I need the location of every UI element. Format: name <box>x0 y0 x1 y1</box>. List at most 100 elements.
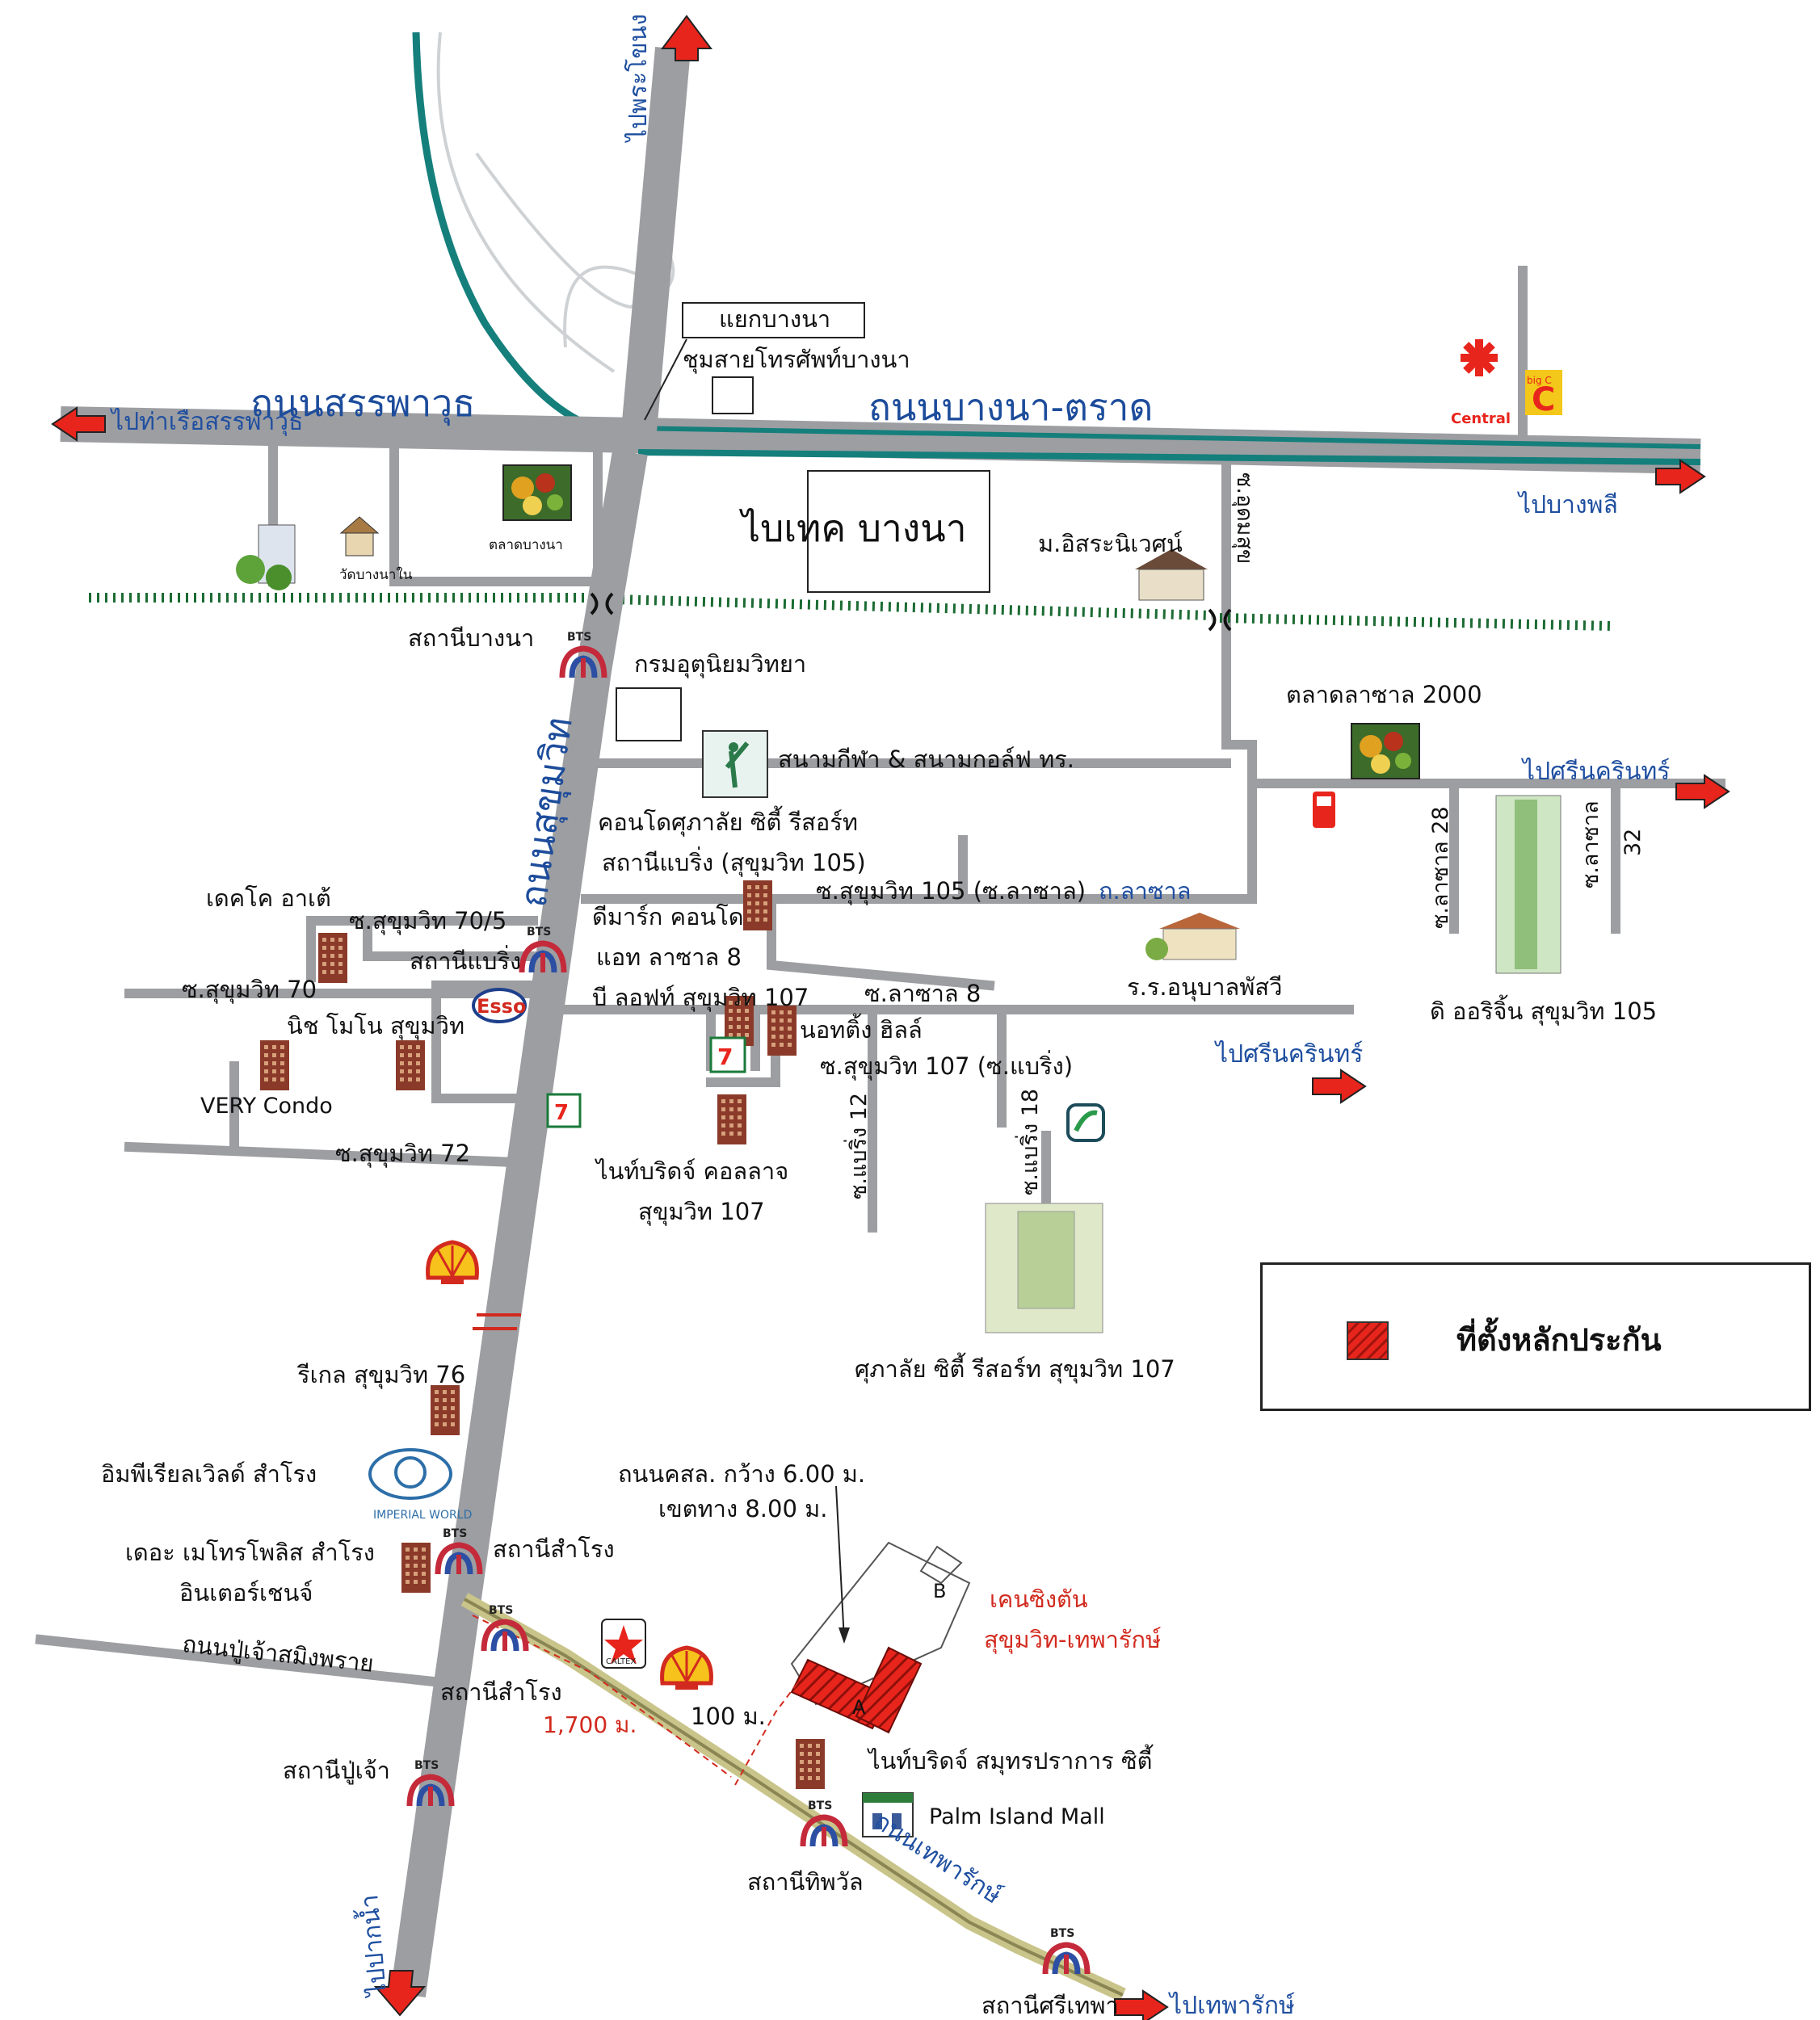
origin-label: ดิ ออริจิ้น สุขุมวิท 105 <box>1430 994 1657 1026</box>
soi-70-label: ซ.สุขุมวิท 70 <box>182 976 317 1004</box>
imperial-world-icon: IMPERIAL WORLD <box>368 1448 472 1522</box>
ninebridge-collage-label-1: ไนท์บริดจ์ คอลลาจ <box>595 1157 788 1185</box>
niche-building-icon <box>396 1040 425 1090</box>
ninebridge-collage-label-2: สุขุมวิท 107 <box>638 1198 765 1226</box>
arrow-east-srinakarin-1 <box>1675 774 1730 809</box>
samrong-station-label-2: สถานีสำโรง <box>440 1678 562 1706</box>
bitec-box <box>807 470 990 593</box>
distance-100-label: 100 ม. <box>691 1703 766 1730</box>
ninebridge-sp-label: ไนท์บริดจ์ สมุทรปราการ ซิตี้ <box>867 1744 1154 1775</box>
very-condo-label: VERY Condo <box>200 1094 333 1119</box>
lasalle-market-label: ตลาดลาซาล 2000 <box>1286 681 1482 708</box>
svg-text:C: C <box>1532 381 1555 418</box>
ksl-row-label: เขตทาง 8.00 ม. <box>658 1495 827 1522</box>
supalai-107-label: ศุภาลัย ซิตี้ รีสอร์ท สุขุมวิท 107 <box>855 1352 1175 1384</box>
road-sanphawut-label: ถนนสรรพาวุธ <box>250 381 475 426</box>
yaek-bangna-box <box>682 302 865 338</box>
soi-70-5-label: ซ.สุขุมวิท 70/5 <box>349 907 506 935</box>
kensington-label-1: เคนซิงตัน <box>990 1585 1088 1613</box>
railway <box>89 593 1612 631</box>
notting-hill-label: นอทติ้ง ฮิลล์ <box>800 1013 923 1044</box>
soi-bearing-12-label: ซ.แบริ่ง 12 <box>843 1093 872 1199</box>
supalai-condo-label-1: คอนโดศุภาลัย ซิตี้ รีสอร์ท <box>598 805 858 837</box>
legend-collateral-label: ที่ตั้งหลักประกัน <box>1456 1322 1662 1358</box>
bigc-logo-icon: big C C <box>1525 370 1562 418</box>
niche-mono-label: นิช โมโน สุขุมวิท <box>287 1012 464 1040</box>
soi-lasalle-label: ซ.ลาซาล <box>1578 800 1604 888</box>
mall-icon <box>862 1792 914 1837</box>
svg-text:7: 7 <box>554 1101 569 1125</box>
origin-site-icon <box>1495 795 1562 974</box>
dir-srinakarin-2: ไปศรีนครินทร์ <box>1214 1039 1363 1069</box>
regal-label: รีเกล สุขุมวิท 76 <box>297 1361 466 1389</box>
arrow-east-srinakarin-2 <box>1312 1069 1367 1104</box>
regal-building-icon <box>431 1385 460 1435</box>
arrow-west <box>51 406 106 442</box>
dir-srinakarin-1: ไปศรีนครินทร์ <box>1521 757 1670 786</box>
golf-label: สนามกีฬา & สนามกอล์ฟ ทร. <box>778 745 1074 773</box>
soi-105-label: ซ.สุขุมวิท 105 (ซ.ลาซาล) <box>816 877 1086 905</box>
bigc-label: big C <box>1527 375 1552 386</box>
samrong-station-label-1: สถานีสำโรง <box>493 1535 615 1563</box>
dir-pak-nam: ไปปากน้ำ <box>351 1893 393 1999</box>
road-bangna-trat-label: ถนนบางนา-ตราด <box>868 385 1153 429</box>
collateral-swatch <box>1347 1321 1389 1360</box>
kensington-label-2: สุขุมวิท-เทพารักษ์ <box>984 1626 1162 1654</box>
dmark-building-icon <box>743 880 772 930</box>
srithepha-station-label: สถานีศรีเทพา <box>981 1992 1119 2019</box>
meteorology-label: กรมอุตุนิยมวิทยา <box>634 650 806 678</box>
metropolis-label-2: อินเตอร์เชนจ์ <box>179 1579 313 1606</box>
soi-32-label: 32 <box>1620 829 1646 856</box>
soi-107-label: ซ.สุขุมวิท 107 (ซ.แบริ่ง) <box>820 1050 1073 1081</box>
central-label: Central <box>1451 410 1511 427</box>
legend-box: ที่ตั้งหลักประกัน <box>1260 1262 1811 1411</box>
road-puchao-label: ถนนปู่เจ้าสมิงพราย <box>181 1630 375 1678</box>
apartment-icon <box>236 524 296 590</box>
caltex-label: CALTEX <box>606 1657 636 1666</box>
isara-niwet-label: ม.อิสระนิเวศน์ <box>1038 530 1183 557</box>
yaek-bangna-label: แยกบางนา <box>719 305 830 333</box>
telephone-exchange-box <box>712 376 754 414</box>
bangna-station-label: สถานีบางนา <box>408 624 534 652</box>
point-a-label: A <box>852 1696 866 1719</box>
metropolis-label-1: เดอะ เมโทรโพลิส สำโรง <box>125 1539 375 1566</box>
palm-island-label: Palm Island Mall <box>929 1804 1105 1829</box>
seven-eleven-icon-2: 7 <box>546 1093 582 1128</box>
expressway-curve <box>412 31 631 436</box>
decoco-building-icon <box>318 933 347 983</box>
dir-theparak: ไปเทพารักษ์ <box>1168 1991 1295 2020</box>
arrow-east-bangphli <box>1655 459 1706 494</box>
school-icon <box>1145 913 1240 960</box>
dir-phra-khanong: ไปพระโขนง <box>624 14 653 143</box>
soi-lasalle-8-label: ซ.ลาซาล 8 <box>864 980 981 1007</box>
soi-bearing-18-label: ซ.แบริ่ง 18 <box>1015 1089 1043 1195</box>
bangna-market-label: ตลาดบางนา <box>489 537 563 553</box>
meteorology-box <box>616 687 682 741</box>
arrow-north <box>661 15 712 61</box>
caltex-icon: CALTEX <box>601 1619 646 1669</box>
thipphawan-station-label: สถานีทิพวัล <box>747 1868 864 1896</box>
ksl-width-label: ถนนคสล. กว้าง 6.00 ม. <box>618 1460 865 1488</box>
svg-text:7: 7 <box>717 1044 733 1070</box>
golf-icon <box>702 730 768 798</box>
crossing-markers <box>473 592 1232 1330</box>
soi-72-label: ซ.สุขุมวิท 72 <box>335 1140 470 1168</box>
anuban-label: ร.ร.อนุบาลพัสวี <box>1127 973 1282 1002</box>
arrow-theparak <box>1114 1989 1169 2020</box>
central-logo-icon: Central <box>1451 339 1511 427</box>
esso-icon: Esso <box>472 988 527 1023</box>
bearing-station-label: สถานีแบริ่ง <box>410 945 521 975</box>
fuel-pump-icon <box>1313 792 1335 828</box>
puchao-station-label: สถานีปู่เจ้า <box>283 1757 390 1785</box>
metropolis-building-icon <box>401 1543 431 1593</box>
esso-label: Esso <box>477 995 526 1018</box>
shell-icon-1 <box>428 1242 477 1284</box>
lasalle-market-icon <box>1351 723 1420 779</box>
bangchak-icon <box>1066 1103 1105 1142</box>
soi-udomsuk-label: ซ.อุดมสุข <box>1231 472 1257 564</box>
very-building-icon <box>260 1040 289 1090</box>
seven-eleven-icon: 7 <box>709 1036 746 1073</box>
distance-1700-label: 1,700 ม. <box>543 1711 637 1738</box>
soi-lasalle-28-label: ซ.ลาซาล 28 <box>1428 806 1453 929</box>
lasalle-road-label: ถ.ลาซาล <box>1099 877 1192 905</box>
